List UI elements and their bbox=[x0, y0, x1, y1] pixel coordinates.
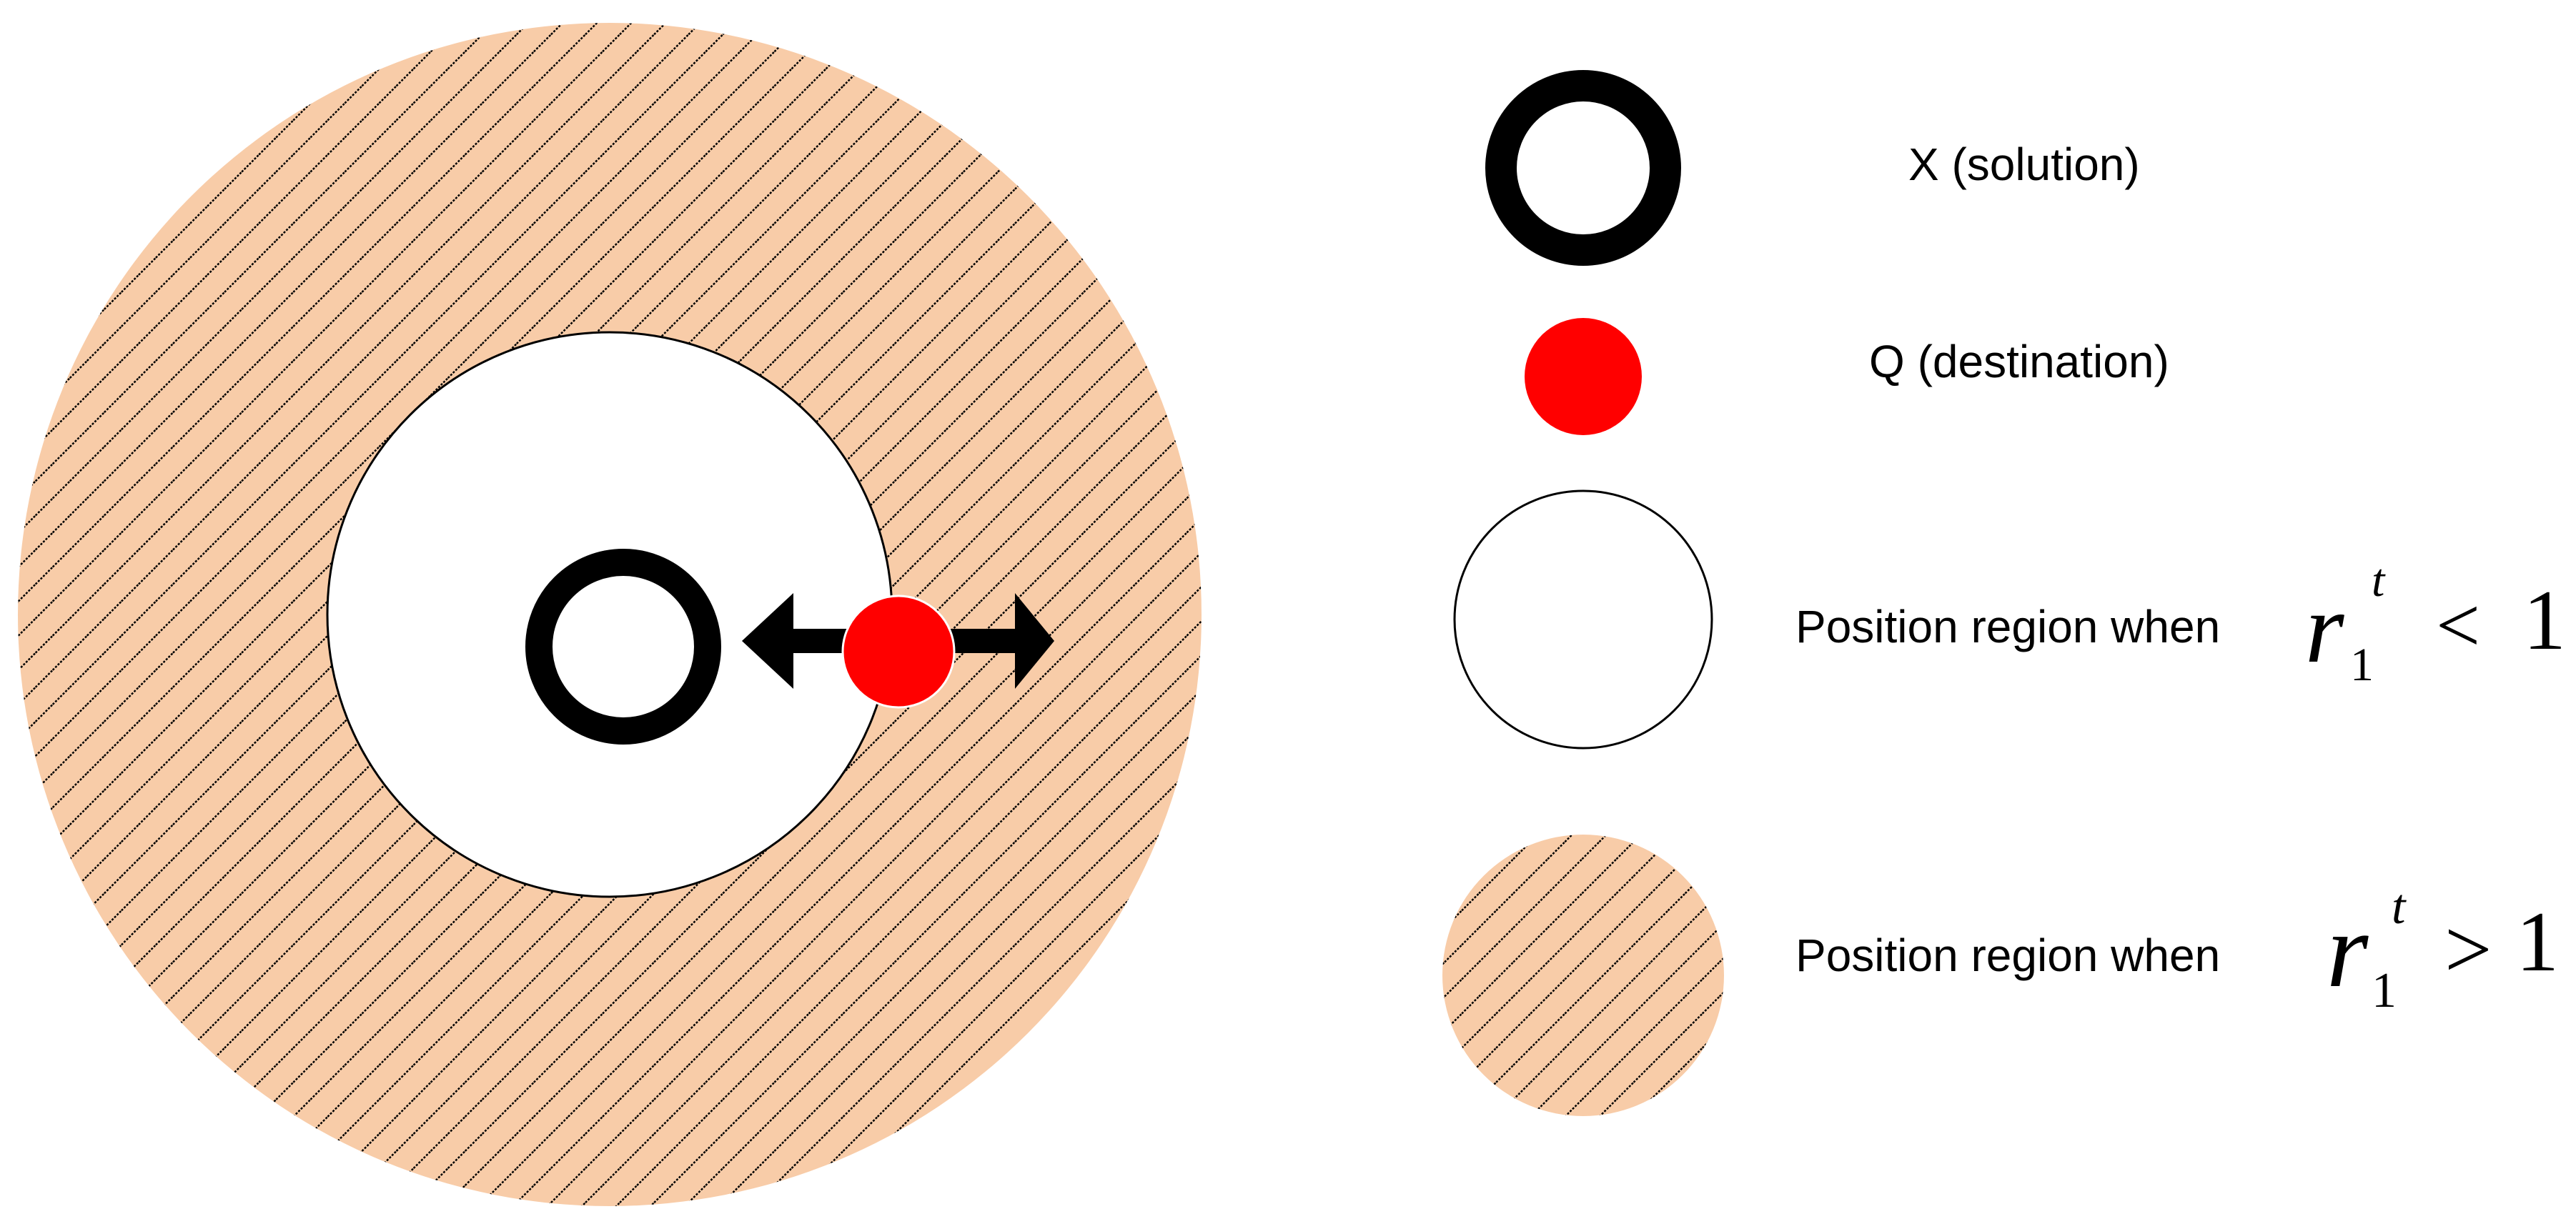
solution-ring-icon bbox=[525, 549, 721, 745]
inner-formula-sub: 1 bbox=[2350, 639, 2374, 691]
inner-formula-op: < bbox=[2436, 582, 2481, 669]
legend-solution-label: X (solution) bbox=[1908, 139, 2140, 190]
outer-formula-sub: 1 bbox=[2372, 963, 2397, 1018]
legend-outer-region-icon bbox=[1442, 835, 1724, 1116]
legend-outer-region-label: Position region when bbox=[1795, 930, 2221, 981]
inner-formula-val: 1 bbox=[2523, 572, 2566, 667]
destination-dot-icon bbox=[841, 594, 956, 709]
legend-inner-region-label: Position region when bbox=[1795, 601, 2221, 652]
right-arrow-icon bbox=[951, 593, 1054, 689]
outer-formula-val: 1 bbox=[2516, 894, 2559, 989]
inner-formula-sup: t bbox=[2372, 554, 2385, 607]
inner-region bbox=[326, 331, 893, 898]
legend-destination-dot-icon bbox=[1525, 318, 1642, 435]
outer-formula-op: > bbox=[2444, 902, 2492, 996]
outer-formula-var: r bbox=[2327, 891, 2369, 1010]
outer-formula-sup: t bbox=[2392, 880, 2406, 935]
legend-destination-label: Q (destination) bbox=[1869, 336, 2169, 387]
main-diagram bbox=[18, 23, 1202, 1206]
legend-symbols bbox=[1442, 70, 1724, 1116]
inner-formula-var: r bbox=[2305, 573, 2344, 684]
legend-solution-ring-icon bbox=[1485, 70, 1681, 266]
legend-inner-region-icon bbox=[1453, 489, 1713, 750]
